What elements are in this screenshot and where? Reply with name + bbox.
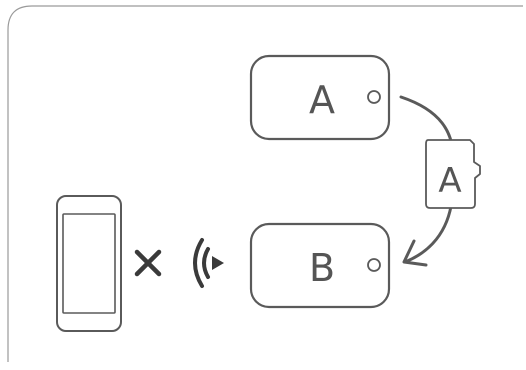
device-a: A [249, 54, 391, 141]
device-a-body [249, 54, 391, 141]
device-b-body [249, 222, 391, 309]
x-icon [134, 249, 162, 277]
memory-card: A [425, 139, 481, 209]
memory-card-body [425, 139, 481, 209]
wireless-dot [212, 256, 224, 270]
wireless-signal-icon [193, 238, 224, 288]
wireless-wave-inner [202, 247, 210, 279]
arrow-bottom-segment [403, 198, 454, 264]
smartphone-icon [56, 195, 122, 332]
device-a-indicator [367, 90, 381, 104]
wireless-wave-outer [193, 238, 204, 288]
device-b-indicator [367, 258, 381, 272]
smartphone-screen [62, 213, 116, 314]
x-stroke-2 [134, 249, 162, 277]
device-b: B [249, 222, 391, 309]
device-a-label: A [309, 78, 335, 122]
device-b-label: B [309, 246, 335, 290]
panel-border [7, 5, 523, 362]
memory-card-label: A [438, 161, 461, 201]
arrow-head [402, 239, 428, 267]
